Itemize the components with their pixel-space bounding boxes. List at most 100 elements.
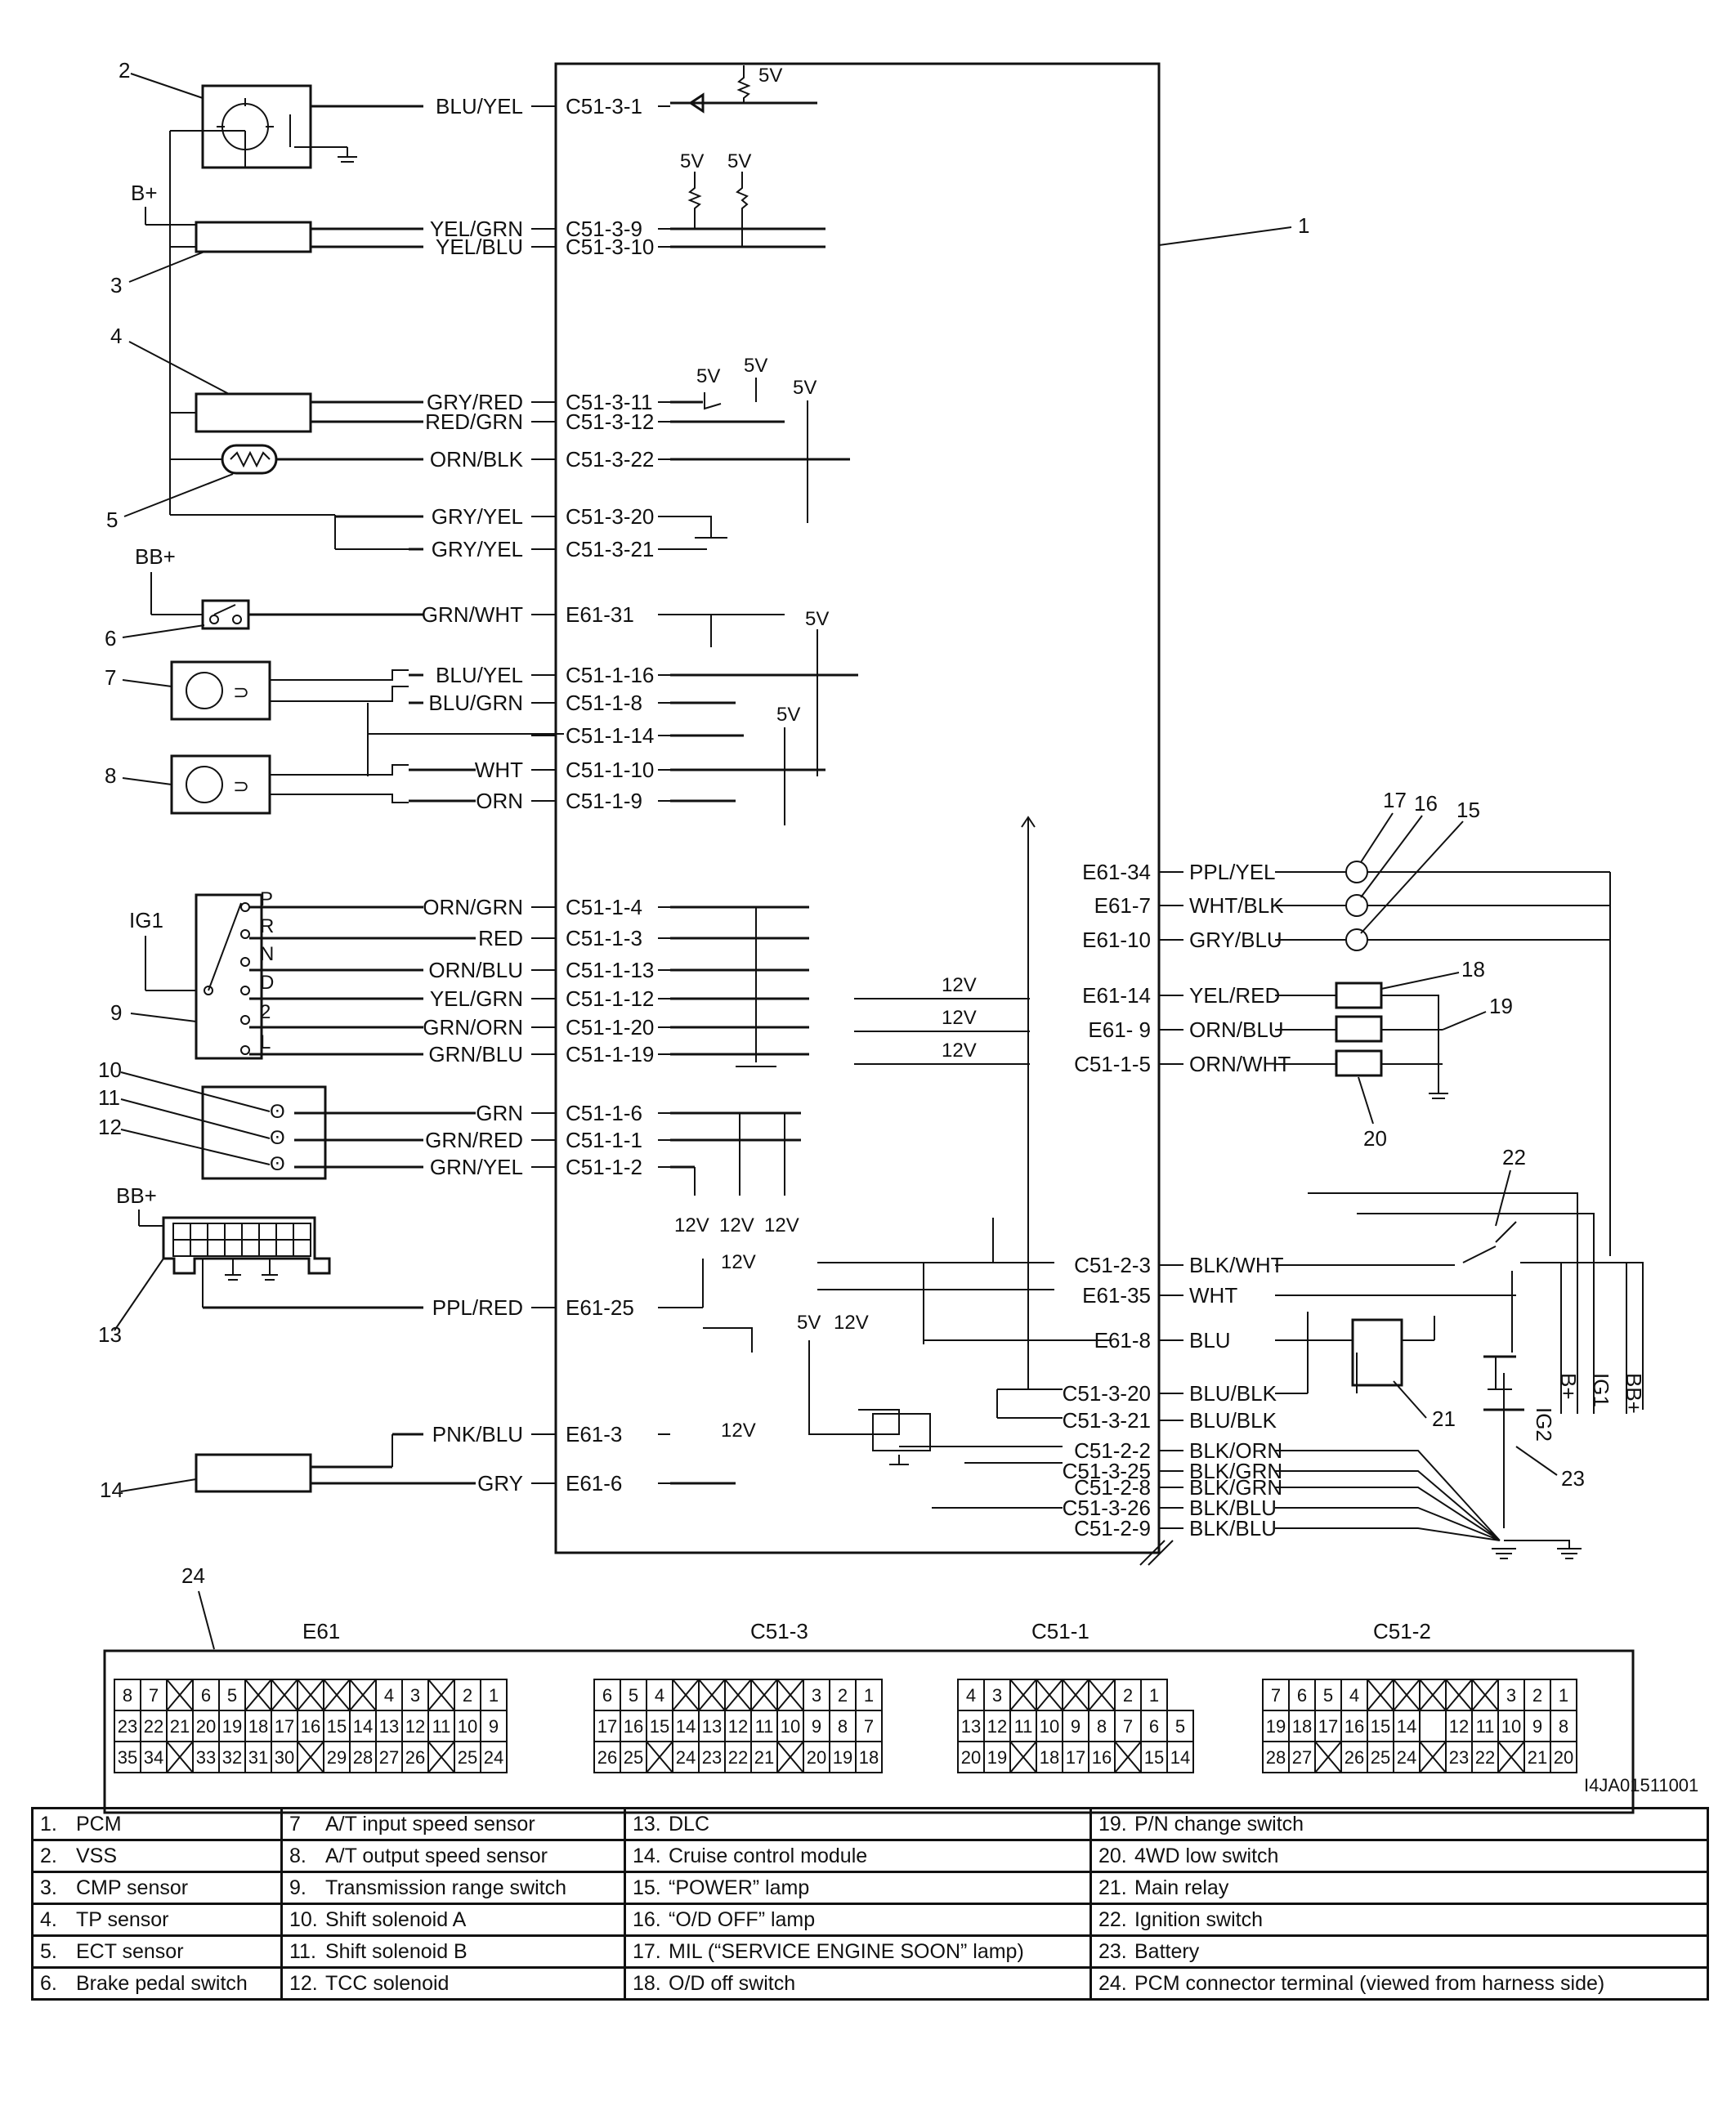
svg-text:12V: 12V: [721, 1420, 756, 1442]
wire-label: GRY: [477, 1471, 523, 1496]
wire-label: GRN/RED: [425, 1128, 523, 1152]
svg-text:B+: B+: [131, 181, 158, 205]
wire-label: PNK/BLU: [432, 1422, 523, 1447]
svg-text:12V: 12V: [764, 1214, 799, 1236]
terminal-number: 7: [149, 1685, 159, 1706]
legend-number: 2.: [40, 1844, 57, 1867]
svg-text:ʘ: ʘ: [270, 1153, 285, 1175]
terminal-number: 17: [1318, 1716, 1338, 1737]
wire-label: BLU: [1189, 1328, 1231, 1353]
terminal-number: 5: [1323, 1685, 1333, 1706]
svg-text:5V: 5V: [696, 365, 720, 387]
pin-label: C51-1-13: [566, 958, 654, 982]
wire-label: ORN/WHT: [1189, 1052, 1291, 1076]
range-position-label: P: [260, 888, 273, 910]
svg-text:5: 5: [106, 508, 118, 532]
terminal-number: 26: [597, 1747, 617, 1768]
svg-text:C51-2: C51-2: [1373, 1619, 1431, 1643]
terminal-number: 18: [1040, 1747, 1059, 1768]
legend-text: PCM connector terminal (viewed from harn…: [1134, 1971, 1605, 1995]
legend-number: 4.: [40, 1907, 57, 1931]
legend-text: “POWER” lamp: [669, 1876, 810, 1899]
legend-number: 24.: [1098, 1971, 1127, 1995]
svg-text:BB+: BB+: [116, 1183, 157, 1208]
terminal-number: 6: [201, 1685, 211, 1706]
pin-label: E61-3: [566, 1422, 622, 1447]
svg-text:19: 19: [1489, 994, 1513, 1018]
terminal-number: 16: [1345, 1716, 1364, 1737]
pin-label: E61- 9: [1088, 1017, 1151, 1042]
pin-label: C51-3-10: [566, 235, 654, 259]
svg-text:4: 4: [110, 324, 122, 348]
pin-label: C51-2-8: [1074, 1475, 1151, 1500]
terminal-number: 3: [812, 1685, 821, 1706]
terminal-number: 13: [379, 1716, 399, 1737]
svg-text:24: 24: [181, 1563, 205, 1588]
wire-label: PPL/YEL: [1189, 860, 1276, 884]
pin-label: E61-7: [1094, 893, 1151, 918]
wire-label: GRN/WHT: [422, 602, 523, 627]
terminal-number: 16: [301, 1716, 320, 1737]
terminal-number: 35: [118, 1747, 137, 1768]
legend-number: 15.: [633, 1876, 661, 1899]
legend-number: 20.: [1098, 1844, 1127, 1867]
legend-text: MIL (“SERVICE ENGINE SOON” lamp): [669, 1939, 1024, 1963]
svg-text:18: 18: [1461, 957, 1485, 982]
legend-text: P/N change switch: [1134, 1812, 1304, 1836]
svg-text:5V: 5V: [793, 377, 817, 399]
terminal-number: 10: [781, 1716, 800, 1737]
legend-text: VSS: [76, 1844, 118, 1867]
pin-label: E61-25: [566, 1295, 634, 1320]
pin-label: C51-3-22: [566, 447, 654, 472]
pin-label: C51-3-12: [566, 409, 654, 434]
svg-text:2: 2: [119, 58, 130, 83]
wire-label: WHT: [1189, 1283, 1237, 1308]
svg-text:12V: 12V: [721, 1251, 756, 1273]
terminal-number: 18: [248, 1716, 268, 1737]
terminal-number: 32: [222, 1747, 242, 1768]
wire-label: BLK/GRN: [1189, 1459, 1282, 1483]
terminal-number: 26: [1345, 1747, 1364, 1768]
legend-number: 14.: [633, 1844, 661, 1867]
svg-text:5V: 5V: [744, 355, 767, 377]
pin-label: C51-1-16: [566, 663, 654, 687]
terminal-number: 10: [1040, 1716, 1059, 1737]
wire-label: BLU/BLK: [1189, 1381, 1277, 1406]
pin-label: C51-1-12: [566, 986, 654, 1011]
svg-text:ʘ: ʘ: [270, 1127, 285, 1149]
switch-group: 18 19 20: [1275, 957, 1513, 1151]
legend-text: Ignition switch: [1134, 1907, 1264, 1931]
legend-text: 4WD low switch: [1134, 1844, 1279, 1867]
terminal-number: 27: [1292, 1747, 1312, 1768]
pin-label: C51-3-20: [566, 504, 654, 529]
terminal-number: 4: [655, 1685, 664, 1706]
svg-text:⊃: ⊃: [233, 682, 249, 704]
terminal-number: 5: [629, 1685, 638, 1706]
svg-text:12V: 12V: [942, 1007, 977, 1029]
terminal-number: 20: [807, 1747, 826, 1768]
legend-number: 19.: [1098, 1812, 1127, 1836]
legend-number: 17.: [633, 1939, 661, 1963]
terminal-number: 25: [1371, 1747, 1390, 1768]
terminal-number: 10: [458, 1716, 477, 1737]
terminal-number: 19: [987, 1747, 1007, 1768]
pin-label: C51-3-25: [1063, 1459, 1151, 1483]
legend-cell: 21.Main relay: [1089, 1871, 1709, 1905]
pin-label: C51-1-14: [566, 723, 654, 748]
terminal-number: 17: [275, 1716, 294, 1737]
terminal-number: 11: [1476, 1716, 1495, 1737]
terminal-number: 4: [966, 1685, 976, 1706]
wire-label: YEL/BLU: [436, 235, 523, 259]
svg-text:12V: 12V: [834, 1312, 869, 1334]
wire-label: BLU/BLK: [1189, 1408, 1277, 1433]
svg-text:8: 8: [105, 763, 116, 788]
pin-label: C51-1-3: [566, 926, 642, 950]
range-position-label: D: [260, 972, 274, 994]
legend-text: O/D off switch: [669, 1971, 796, 1995]
legend-cell: 14.Cruise control module: [624, 1839, 1092, 1873]
legend-cell: 20. 4WD low switch: [1089, 1839, 1709, 1873]
svg-text:6: 6: [105, 626, 116, 651]
terminal-number: 6: [1149, 1716, 1159, 1737]
legend-number: 6.: [40, 1971, 57, 1995]
